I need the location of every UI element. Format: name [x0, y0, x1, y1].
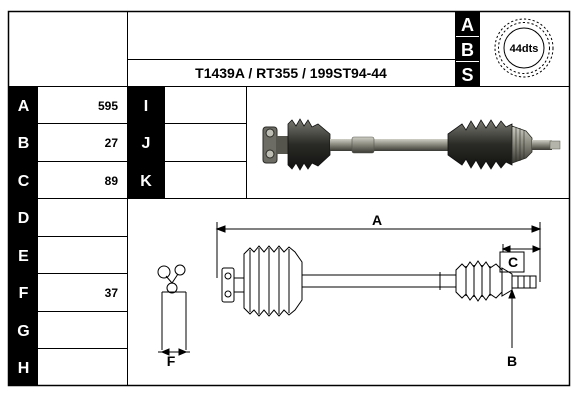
- dimension-letter-b: B: [18, 135, 30, 152]
- drive-shaft-photo: [262, 118, 561, 171]
- dimension-letter-d: D: [18, 210, 30, 227]
- technical-drawing: [157, 222, 542, 356]
- abs-column: A B S: [456, 12, 479, 86]
- part-numbers: T1439A / RT355 / 199ST94-44: [195, 65, 387, 81]
- drawing-label-a: A: [372, 212, 382, 228]
- abs-letter-s: S: [461, 65, 473, 85]
- dimension-column-right: I J K: [128, 87, 165, 199]
- dimension-value-b: 27: [105, 136, 119, 150]
- abs-ring-icon: [494, 18, 554, 78]
- dimension-letter-j: J: [142, 135, 151, 152]
- dimension-value-c: 89: [105, 174, 119, 188]
- dimension-letter-e: E: [18, 248, 29, 265]
- drawing-label-f: F: [167, 353, 176, 369]
- drawing-label-c: C: [508, 254, 518, 270]
- dimension-column-left: A B C D E F G H 595 27 89 37: [9, 87, 118, 386]
- dimension-value-f: 37: [105, 286, 119, 300]
- dimension-letter-f: F: [19, 285, 29, 302]
- dimension-letter-h: H: [18, 360, 30, 377]
- abs-teeth-count: 44dts: [510, 43, 539, 55]
- dimension-value-a: 595: [98, 99, 118, 113]
- dimension-letter-k: K: [140, 173, 152, 190]
- dimension-letter-i: I: [144, 98, 148, 115]
- abs-letter-b: B: [461, 40, 474, 60]
- abs-letter-a: A: [461, 15, 474, 35]
- dimension-letter-g: G: [17, 323, 29, 340]
- dimension-letter-a: A: [18, 98, 30, 115]
- dimension-letter-c: C: [18, 173, 30, 190]
- drawing-label-b: B: [507, 353, 517, 369]
